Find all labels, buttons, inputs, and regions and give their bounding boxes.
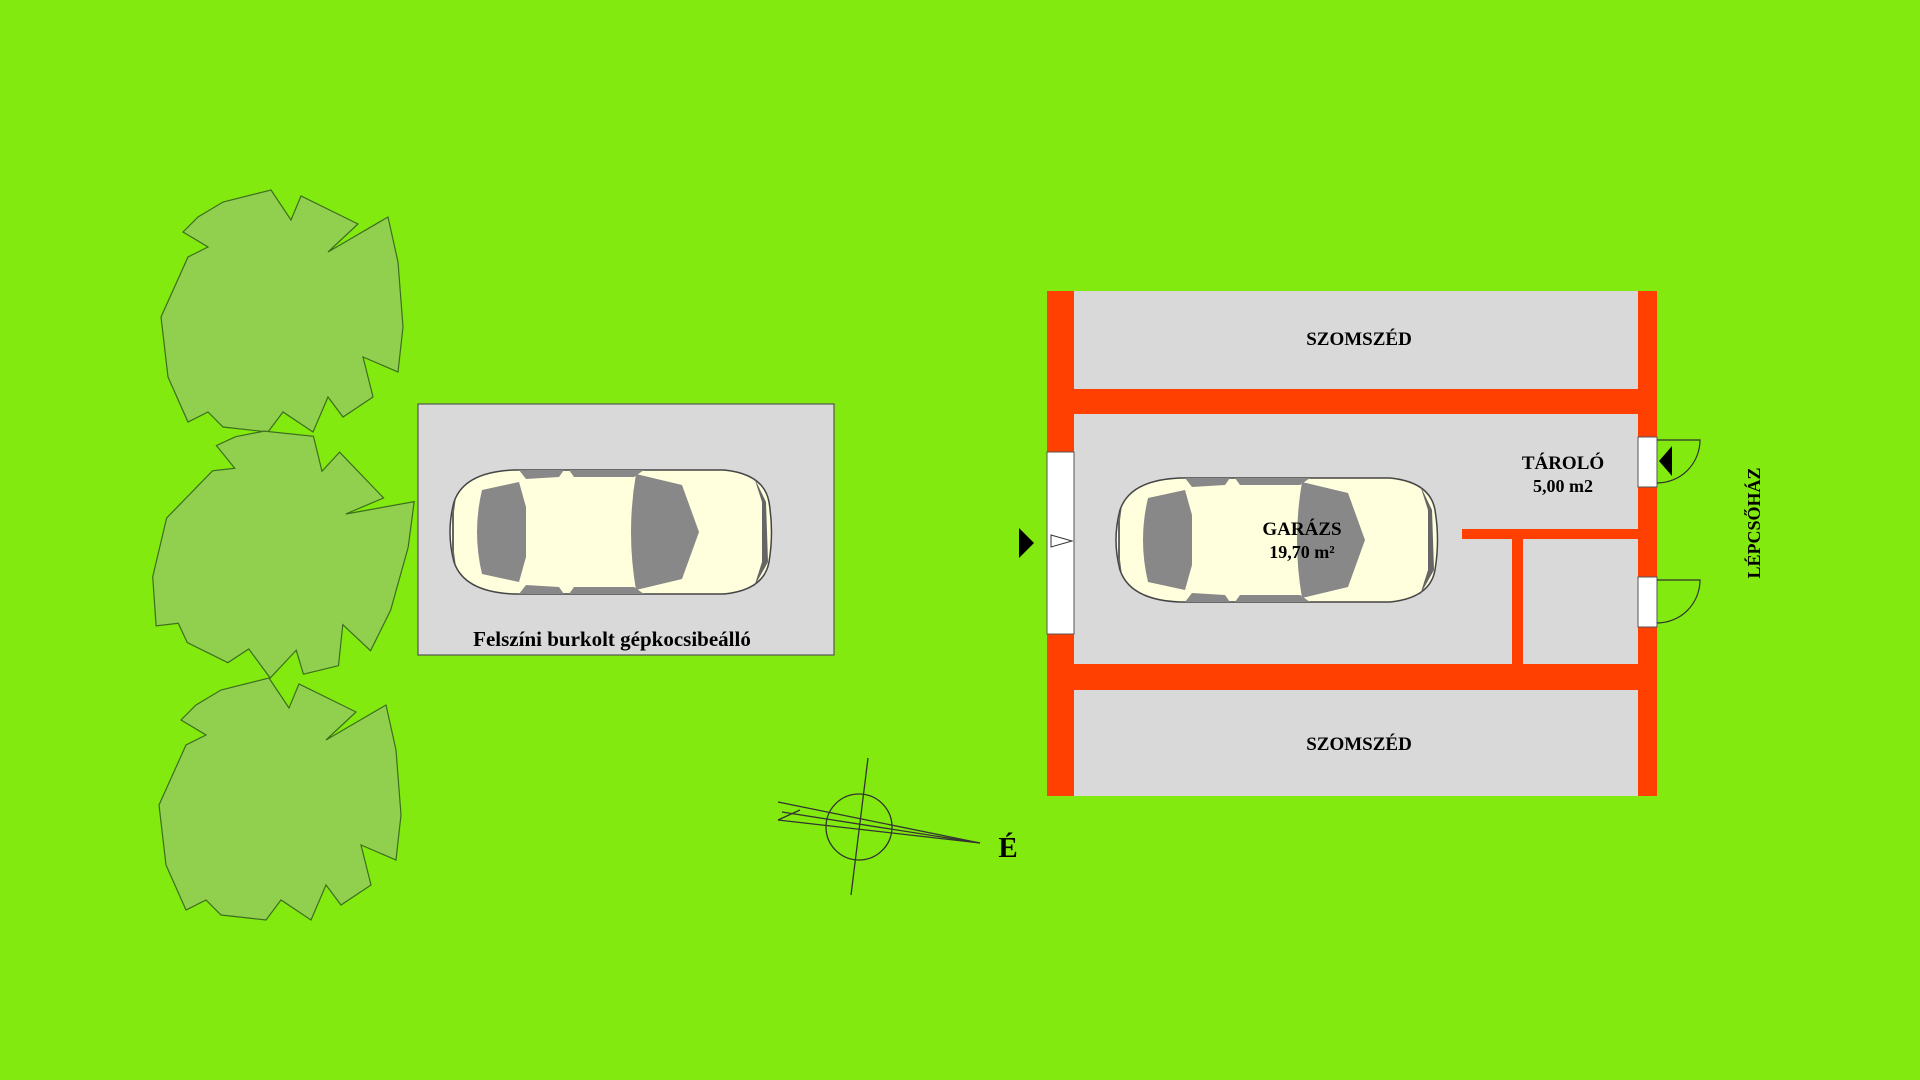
surface-parking-area: Felszíni burkolt gépkocsibeálló — [417, 403, 835, 656]
storage-name-label: TÁROLÓ — [1522, 452, 1604, 474]
garage-side-door — [1637, 576, 1658, 628]
entry-arrow-icon — [1659, 446, 1672, 476]
car-icon — [1115, 477, 1439, 603]
garage-area-label: 19,70 m² — [1269, 542, 1334, 562]
storage-door — [1637, 436, 1658, 488]
entry-arrow-icon — [1019, 528, 1034, 558]
north-label: É — [998, 831, 1017, 864]
tree-icon — [126, 398, 439, 710]
stairwell-label: LÉPCSŐHÁZ — [1743, 467, 1764, 578]
north-arrow-icon: É — [777, 757, 1018, 896]
storage-wall — [1462, 529, 1638, 539]
garage-building: SZOMSZÉD SZOMSZÉD GARÁZS 19,70 m² TÁROLÓ… — [1019, 291, 1764, 796]
parking-label: Felszíni burkolt gépkocsibeálló — [473, 627, 751, 651]
car-icon — [449, 469, 773, 595]
tree-icon — [160, 189, 404, 433]
neighbor-bottom-label: SZOMSZÉD — [1306, 733, 1412, 755]
neighbor-bottom-unit — [1074, 690, 1638, 796]
storage-wall — [1512, 529, 1523, 664]
neighbor-top-unit — [1074, 291, 1638, 389]
tree-icon — [158, 677, 402, 921]
neighbor-top-label: SZOMSZÉD — [1306, 328, 1412, 350]
garage-name-label: GARÁZS — [1262, 518, 1341, 540]
storage-area-label: 5,00 m2 — [1533, 476, 1593, 496]
